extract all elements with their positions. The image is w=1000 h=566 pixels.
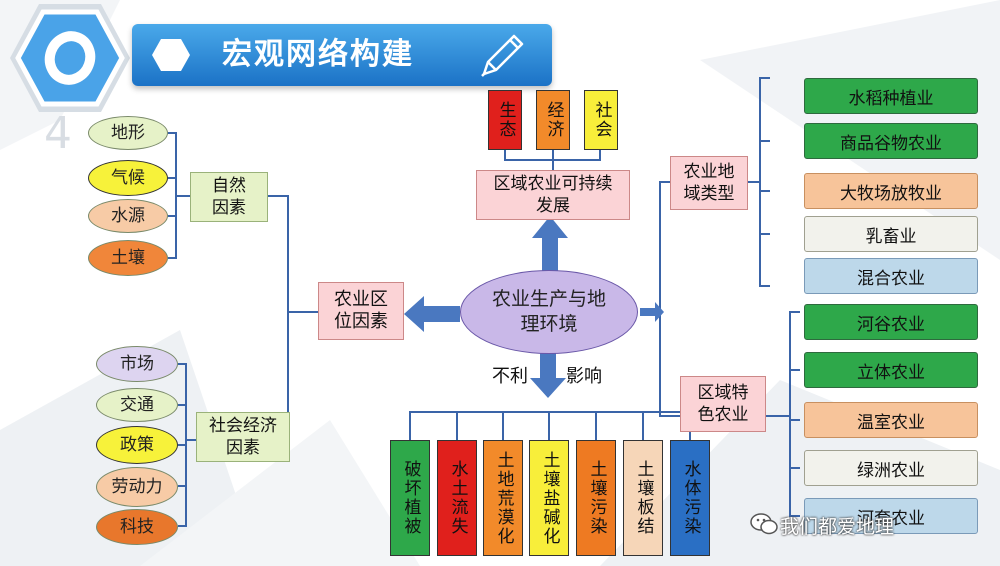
type-item-dairy: 乳畜业 [804, 216, 978, 252]
problem-vegetation-damage: 破坏植被 [390, 440, 430, 556]
special-item-hetao: 河套农业 [804, 498, 978, 534]
type-item-rice: 水稻种植业 [804, 78, 978, 114]
social-item-technology: 科技 [96, 509, 178, 545]
wechat-icon [750, 513, 778, 535]
sustainable-item-economy: 经济 [536, 90, 570, 150]
special-item-greenhouse: 温室农业 [804, 402, 978, 438]
center-node: 农业生产与地理环境 [460, 270, 638, 354]
watermark-text: 我们都爱地理 [780, 516, 895, 538]
sustainable-item-society: 社会 [584, 90, 618, 150]
hexagon-icon [152, 39, 190, 71]
social-item-policy: 政策 [96, 426, 178, 464]
special-item-vertical: 立体农业 [804, 352, 978, 388]
pen-icon [481, 34, 524, 77]
special-item-valley: 河谷农业 [804, 304, 978, 340]
socioeconomic-factors-box: 社会经济因素 [196, 412, 290, 462]
natural-item-water: 水源 [88, 199, 168, 233]
natural-factors-box: 自然因素 [190, 172, 268, 222]
badge-hexagon-icon [10, 4, 130, 112]
type-item-ranching: 大牧场放牧业 [804, 173, 978, 209]
social-item-transport: 交通 [96, 388, 178, 422]
page-title: 宏观网络构建 [222, 37, 414, 72]
special-agriculture-box: 区域特色农业 [680, 376, 766, 432]
type-item-commercial-grain: 商品谷物农业 [804, 123, 978, 159]
impact-label: 影响 [566, 366, 602, 387]
social-item-market: 市场 [96, 346, 178, 382]
type-item-mixed: 混合农业 [804, 258, 978, 294]
problem-salinization: 土壤盐碱化 [529, 440, 569, 556]
special-item-oasis: 绿洲农业 [804, 450, 978, 486]
problem-soil-compaction: 土壤板结 [623, 440, 663, 556]
social-item-labor: 劳动力 [96, 467, 178, 507]
sustainable-development-box: 区域农业可持续发展 [476, 170, 630, 220]
agricultural-types-box: 农业地域类型 [670, 156, 748, 210]
problem-soil-erosion: 水土流失 [437, 440, 477, 556]
sustainable-item-ecology: 生态 [488, 90, 522, 150]
natural-item-terrain: 地形 [88, 116, 168, 150]
location-factors-box: 农业区位因素 [318, 282, 404, 340]
natural-item-soil: 土壤 [88, 240, 168, 276]
problem-water-pollution: 水体污染 [670, 440, 710, 556]
problem-soil-pollution: 土壤污染 [576, 440, 616, 556]
natural-item-climate: 气候 [88, 160, 168, 196]
problem-desertification: 土地荒漠化 [483, 440, 523, 556]
page-number: 4 [44, 108, 72, 159]
unfavorable-label: 不利 [492, 366, 528, 387]
